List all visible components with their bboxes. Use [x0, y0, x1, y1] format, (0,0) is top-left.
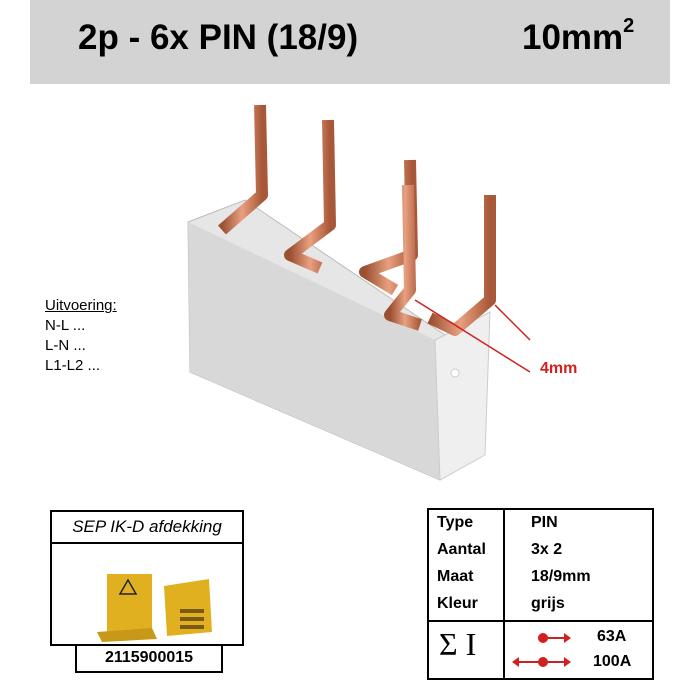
spec-value: 3x 2 [531, 541, 563, 558]
variant-item: L1-L2 ... [45, 357, 101, 374]
variants-heading: Uitvoering: [45, 297, 117, 314]
spec-label: Type [437, 514, 474, 531]
cross-section-sup: 2 [623, 15, 635, 38]
dimension-label: 4mm [540, 360, 578, 377]
accessory-box: SEP IK-D afdekking [50, 510, 244, 646]
variant-item: N-L ... [45, 317, 86, 334]
spec-value: PIN [531, 514, 558, 531]
product-title: 2p - 6x PIN (18/9) [78, 18, 359, 57]
rating-value: 100A [593, 653, 632, 670]
accessory-code: 2115900015 [75, 645, 223, 673]
accessory-title: SEP IK-D afdekking [52, 512, 242, 544]
current-arrows-icon [512, 633, 571, 667]
header-bar [30, 0, 670, 84]
spec-value: 18/9mm [531, 568, 591, 585]
yellow-cover-image [97, 574, 212, 642]
spec-label: Kleur [437, 595, 478, 612]
spec-label: Aantal [437, 541, 486, 558]
spec-label: Maat [437, 568, 474, 585]
cross-section: 10mm2 [522, 15, 635, 58]
variants-list: Uitvoering: N-L ... L-N ... L1-L2 ... [45, 296, 117, 376]
cross-section-value: 10mm [522, 18, 624, 57]
current-sum-symbol: Σ I [439, 626, 477, 662]
spec-table: Type PIN Aantal 3x 2 Maat 18/9mm Kleur g… [427, 508, 654, 680]
rating-value: 63A [597, 628, 627, 645]
warning-icon [118, 578, 138, 595]
variant-item: L-N ... [45, 337, 86, 354]
spec-value: grijs [531, 595, 565, 612]
